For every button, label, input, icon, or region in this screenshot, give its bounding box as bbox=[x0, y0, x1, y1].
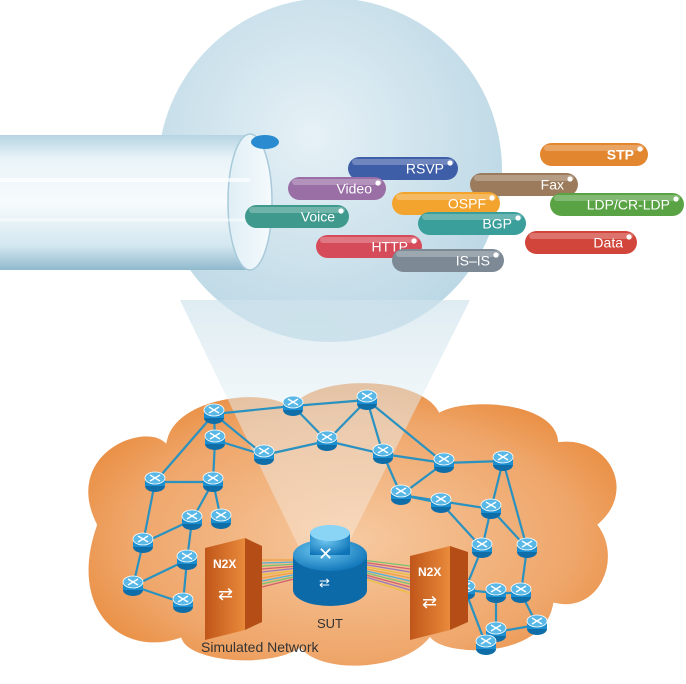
router-icon bbox=[526, 614, 548, 635]
protocol-label: IS–IS bbox=[456, 253, 490, 269]
protocol-label: Voice bbox=[301, 209, 335, 225]
router-icon bbox=[471, 537, 493, 558]
network-link bbox=[213, 404, 294, 416]
fiber-strand bbox=[261, 567, 299, 573]
protocol-label: OSPF bbox=[448, 196, 486, 212]
protocol-pill: STP bbox=[540, 143, 648, 166]
router-icon bbox=[516, 537, 538, 558]
fiber-strand bbox=[361, 567, 411, 579]
protocol-pill: Fax bbox=[470, 173, 578, 196]
router-icon bbox=[475, 634, 497, 655]
sut-label: SUT bbox=[317, 616, 343, 631]
fiber-strand bbox=[361, 565, 411, 576]
fiber-strand bbox=[261, 571, 299, 579]
protocol-pill: Data bbox=[525, 231, 637, 254]
fiber-strand bbox=[361, 577, 411, 594]
n2x-right-label: N2X bbox=[418, 565, 441, 579]
fiber-strand bbox=[261, 573, 299, 582]
fiber-strand bbox=[361, 569, 411, 582]
network-link bbox=[382, 452, 445, 465]
protocol-pill: OSPF bbox=[392, 192, 500, 215]
protocol-pill: RSVP bbox=[348, 157, 458, 180]
network-link bbox=[366, 399, 445, 464]
router-icon bbox=[480, 498, 502, 519]
fiber-strand bbox=[261, 563, 299, 567]
router-icon bbox=[316, 430, 338, 451]
network-link bbox=[501, 460, 529, 549]
router-icon bbox=[430, 492, 452, 513]
router-nodes bbox=[122, 389, 548, 655]
router-icon bbox=[204, 429, 226, 450]
fiber-strand bbox=[361, 571, 411, 585]
protocol-pill: Voice bbox=[245, 205, 349, 228]
fiber-strand bbox=[261, 577, 299, 588]
protocol-label: Data bbox=[593, 235, 623, 251]
router-icon bbox=[372, 443, 394, 464]
n2x-tester-left: N2X ⇄ bbox=[205, 538, 262, 640]
protocol-cable bbox=[0, 133, 279, 271]
fiber-strand bbox=[361, 575, 411, 591]
protocol-label: BGP bbox=[482, 216, 512, 232]
router-icon bbox=[390, 484, 412, 505]
router-icon bbox=[210, 508, 232, 529]
router-icon bbox=[485, 582, 507, 603]
n2x-tester-right: N2X ⇄ bbox=[410, 546, 468, 640]
protocol-pill: BGP bbox=[418, 212, 526, 235]
protocol-label: LDP/CR-LDP bbox=[587, 197, 670, 213]
fiber-strand bbox=[261, 561, 299, 564]
fiber-strand bbox=[361, 559, 411, 567]
protocol-pill: IS–IS bbox=[392, 249, 504, 272]
exchange-arrows-icon: ⇄ bbox=[319, 575, 330, 590]
router-icon bbox=[181, 509, 203, 530]
router-icon bbox=[172, 592, 194, 613]
sut-device: ✕ ⇄ SUT bbox=[293, 525, 367, 631]
router-icon bbox=[253, 444, 275, 465]
fiber-strand bbox=[261, 575, 299, 585]
fiber-strand bbox=[361, 563, 411, 573]
fiber-strand bbox=[261, 569, 299, 576]
protocol-pill: LDP/CR-LDP bbox=[550, 193, 684, 216]
exchange-arrows-icon: ⇄ bbox=[422, 592, 437, 612]
router-icon bbox=[132, 532, 154, 553]
fiber-strand bbox=[261, 565, 299, 570]
router-icon bbox=[433, 452, 455, 473]
protocol-label: STP bbox=[607, 147, 634, 163]
protocol-label: RSVP bbox=[406, 161, 444, 177]
exchange-arrows-icon: ⇄ bbox=[218, 584, 233, 604]
router-icon bbox=[356, 389, 378, 410]
fiber-strand bbox=[361, 573, 411, 588]
n2x-left-label: N2X bbox=[213, 557, 236, 571]
router-icon bbox=[492, 450, 514, 471]
router-icon bbox=[122, 575, 144, 596]
fiber-strand bbox=[361, 561, 411, 570]
simulated-network-caption: Simulated Network bbox=[201, 639, 319, 655]
network-link bbox=[292, 398, 368, 408]
protocol-label: Fax bbox=[541, 177, 564, 193]
router-icon bbox=[282, 395, 304, 416]
router-icon bbox=[510, 582, 532, 603]
router-icon bbox=[202, 471, 224, 492]
protocol-pill: Video bbox=[288, 177, 386, 200]
network-link bbox=[154, 413, 215, 483]
protocol-label: Video bbox=[336, 181, 372, 197]
light-cone bbox=[180, 300, 470, 560]
network-link bbox=[263, 439, 328, 457]
router-icon bbox=[176, 549, 198, 570]
crossed-arrows-icon: ✕ bbox=[318, 544, 333, 564]
router-icon bbox=[144, 471, 166, 492]
router-icon bbox=[203, 403, 225, 424]
